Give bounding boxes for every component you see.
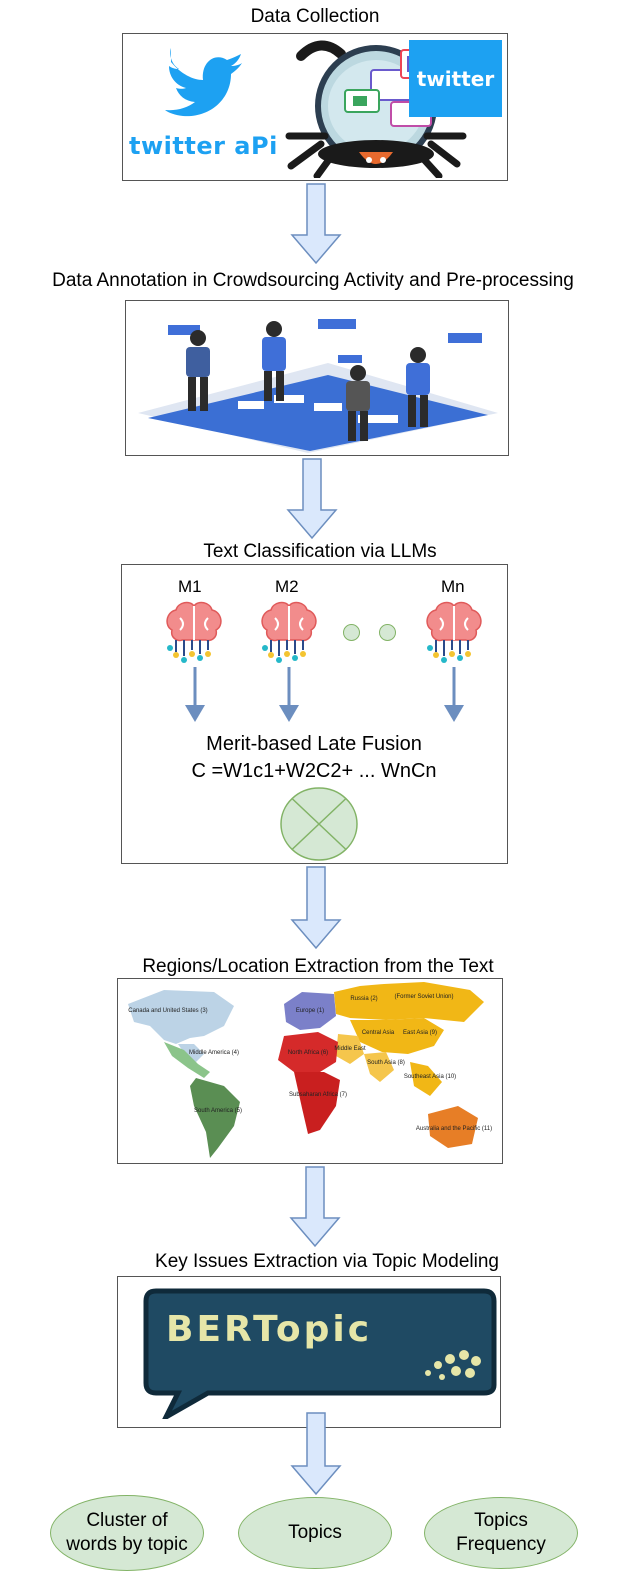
fusion-title: Merit-based Late Fusion	[206, 733, 422, 755]
output-topics: Topics	[238, 1497, 392, 1569]
brain-model-icon	[257, 600, 321, 666]
text-classification-panel: M1 M2 Mn	[121, 564, 508, 864]
map-label-south-america: South America (5)	[194, 1108, 242, 1114]
region-extraction-title: Regions/Location Extraction from the Tex…	[142, 956, 494, 977]
output-frequency-line2: Frequency	[456, 1534, 546, 1555]
model-output-arrow	[183, 667, 207, 723]
output-cluster-line2: words by topic	[66, 1534, 188, 1555]
map-label-australia: Australia and the Pacific (11)	[416, 1126, 492, 1132]
brain-model-icon	[162, 600, 226, 666]
map-label-canada-us: Canada and United States (3)	[128, 1008, 207, 1014]
data-collection-panel: twitter aPi v2 twitter	[122, 33, 508, 181]
flow-arrow-4	[289, 1166, 341, 1248]
region-extraction-panel: Canada and United States (3) Middle Amer…	[117, 978, 503, 1164]
bertopic-logo	[138, 1285, 498, 1419]
map-label-southeast-asia: Southeast Asia (10)	[404, 1074, 456, 1080]
map-label-middle-east: Middle East	[334, 1046, 366, 1052]
map-label-former-soviet: (Former Soviet Union)	[394, 994, 453, 1000]
map-label-russia: Russia (2)	[350, 996, 377, 1002]
output-topics-frequency: Topics Frequency	[424, 1497, 578, 1569]
model-label-m2: M2	[275, 577, 299, 596]
flow-arrow-3	[290, 866, 342, 950]
map-label-central-asia: Central Asia	[362, 1030, 395, 1036]
flow-arrow-2	[286, 458, 338, 540]
brain-model-icon	[422, 600, 486, 666]
map-label-middle-america: Middle America (4)	[189, 1050, 239, 1056]
ellipsis-dot-2	[379, 624, 396, 641]
fusion-formula: C =W1c1+W2C2+ ... WnCn	[191, 760, 437, 782]
map-label-south-asia: South Asia (8)	[367, 1060, 405, 1066]
data-annotation-panel	[125, 300, 509, 456]
output-cluster-line1: Cluster of	[86, 1510, 168, 1532]
data-collection-title: Data Collection	[250, 6, 380, 27]
map-label-east-asia: East Asia (9)	[403, 1030, 437, 1036]
output-topics-label: Topics	[288, 1522, 342, 1544]
data-annotation-title: Data Annotation in Crowdsourcing Activit…	[52, 270, 574, 291]
fusion-operator-icon	[279, 786, 359, 862]
map-label-subsaharan: Subsaharan Africa (7)	[289, 1092, 347, 1098]
model-label-mn: Mn	[441, 577, 465, 596]
world-regions-map: Canada and United States (3) Middle Amer…	[124, 982, 496, 1160]
flow-arrow-1	[290, 183, 342, 265]
output-cluster-of-words: Cluster of words by topic	[50, 1495, 204, 1571]
model-label-m1: M1	[178, 577, 202, 596]
text-classification-title: Text Classification via LLMs	[203, 541, 437, 562]
flow-arrow-5	[290, 1412, 342, 1496]
crowdsourcing-illustration	[128, 303, 506, 453]
output-frequency-line1: Topics	[474, 1510, 528, 1532]
map-label-north-africa: North Africa (6)	[288, 1050, 328, 1056]
twitter-bird-icon	[163, 40, 243, 120]
model-output-arrow	[442, 667, 466, 723]
bertopic-logo-text: BERTopic	[166, 1309, 373, 1350]
model-output-arrow	[277, 667, 301, 723]
topic-modeling-title: Key Issues Extraction via Topic Modeling	[155, 1251, 499, 1272]
topic-modeling-panel: BERTopic	[117, 1276, 501, 1428]
twitter-brand-text: twitter	[416, 66, 495, 91]
ellipsis-dot-1	[343, 624, 360, 641]
map-label-europe: Europe (1)	[296, 1008, 324, 1014]
twitter-brand-badge: twitter	[409, 40, 502, 117]
